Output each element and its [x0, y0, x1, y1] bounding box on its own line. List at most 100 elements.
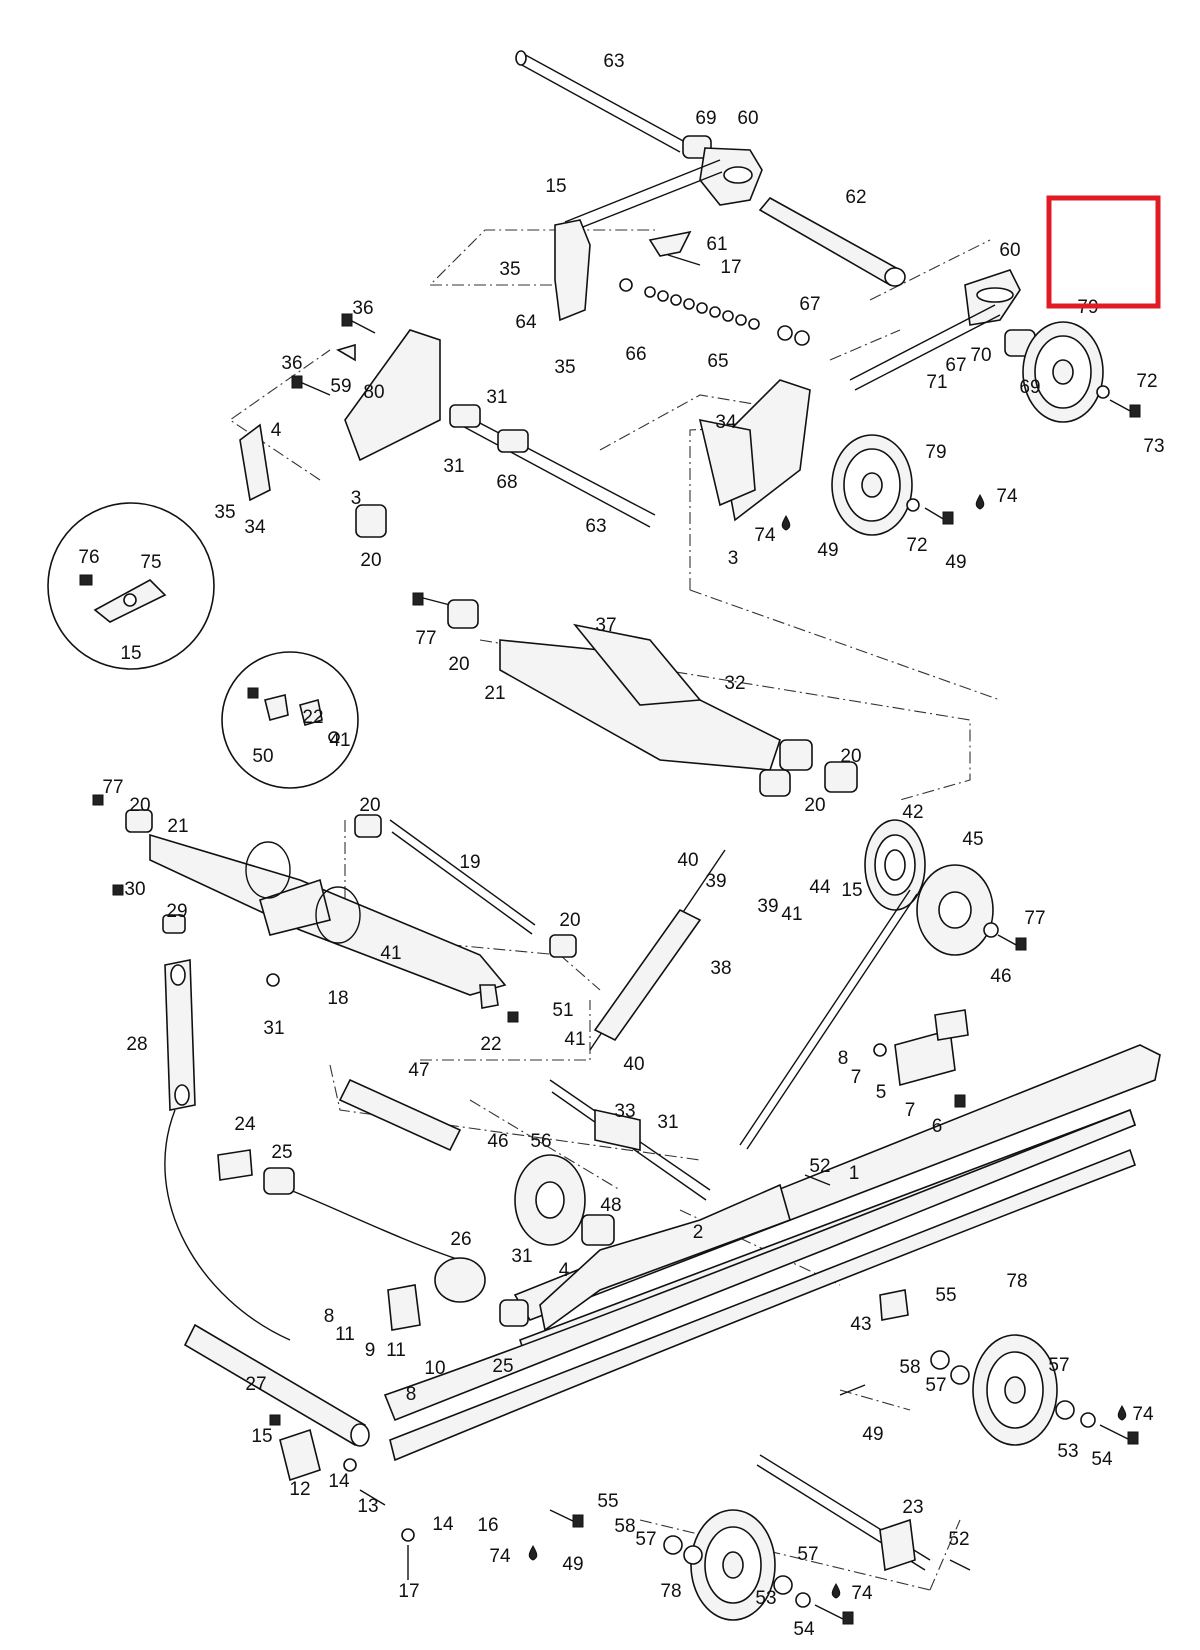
callout-75: 75: [140, 552, 161, 573]
callout-56: 56: [530, 1131, 551, 1152]
callout-14: 14: [328, 1471, 350, 1492]
callout-58: 58: [899, 1357, 920, 1378]
callout-49: 49: [562, 1554, 583, 1575]
callout-3: 3: [351, 488, 362, 509]
callout-7: 7: [905, 1100, 916, 1121]
callout-55: 55: [935, 1285, 956, 1306]
callout-6: 6: [932, 1116, 943, 1137]
callout-11: 11: [335, 1324, 355, 1345]
callout-54: 54: [793, 1619, 815, 1640]
callout-53: 53: [755, 1588, 776, 1609]
callout-41: 41: [380, 943, 401, 964]
callout-31: 31: [511, 1246, 532, 1267]
callout-31: 31: [263, 1018, 284, 1039]
callout-65: 65: [707, 351, 728, 372]
callout-17: 17: [720, 257, 741, 278]
callout-7: 7: [851, 1067, 862, 1088]
callout-62: 62: [845, 187, 866, 208]
bracket-5: [873, 1009, 969, 1108]
callout-15: 15: [120, 643, 141, 664]
slide-rail-assembly: [183, 1044, 1161, 1625]
callout-78: 78: [1006, 1271, 1027, 1292]
detail-inset-75-76: [47, 502, 215, 670]
callout-20: 20: [804, 795, 825, 816]
callout-3: 3: [728, 548, 739, 569]
callout-27: 27: [245, 1374, 266, 1395]
callout-39: 39: [705, 871, 726, 892]
callout-20: 20: [360, 550, 381, 571]
callout-44: 44: [809, 877, 831, 898]
oil-drop-icon: [528, 1544, 538, 1561]
callout-47: 47: [408, 1060, 429, 1081]
callout-20: 20: [359, 795, 380, 816]
callout-23: 23: [902, 1497, 923, 1518]
callout-28: 28: [126, 1034, 147, 1055]
callout-42: 42: [902, 802, 923, 823]
callout-14: 14: [432, 1514, 454, 1535]
callout-24: 24: [234, 1114, 256, 1135]
callout-77: 77: [415, 628, 436, 649]
callout-60: 60: [737, 108, 758, 129]
callout-21: 21: [167, 816, 188, 837]
oil-drop-icon: [781, 514, 791, 531]
detail-inset-22-41-50: [221, 651, 359, 789]
callout-35: 35: [214, 502, 235, 523]
oil-drop-icon: [1117, 1404, 1127, 1421]
rear-axle-assembly: [239, 50, 1141, 538]
callout-38: 38: [710, 958, 731, 979]
callout-20: 20: [129, 795, 150, 816]
callout-25: 25: [271, 1142, 292, 1163]
callout-43: 43: [850, 1314, 871, 1335]
callout-73: 73: [1143, 436, 1164, 457]
callout-48: 48: [600, 1195, 621, 1216]
callout-20: 20: [840, 746, 861, 767]
callout-30: 30: [124, 879, 145, 900]
callout-74: 74: [1132, 1404, 1154, 1425]
callout-67: 67: [799, 294, 820, 315]
callout-12: 12: [289, 1479, 310, 1500]
callout-50: 50: [252, 746, 273, 767]
callout-31: 31: [486, 387, 507, 408]
highlight-box-79: [1046, 195, 1161, 309]
callout-34: 34: [244, 517, 266, 538]
callout-57: 57: [635, 1529, 656, 1550]
callout-29: 29: [166, 901, 187, 922]
callout-74: 74: [996, 486, 1018, 507]
callout-16: 16: [477, 1515, 498, 1536]
callout-17: 17: [398, 1581, 419, 1602]
callout-8: 8: [324, 1306, 335, 1327]
callout-71: 71: [926, 372, 947, 393]
callout-64: 64: [515, 312, 537, 333]
callout-15: 15: [841, 880, 862, 901]
callout-55: 55: [597, 1491, 618, 1512]
callout-41: 41: [329, 730, 350, 751]
callout-15: 15: [545, 176, 566, 197]
callout-22: 22: [302, 707, 323, 728]
callout-labels: 63 69 60 15 62 61 17 35 60 79 36 64 67 6…: [78, 51, 1164, 1640]
callout-35: 35: [554, 357, 575, 378]
callout-34: 34: [715, 412, 737, 433]
callout-80: 80: [363, 382, 384, 403]
callout-70: 70: [970, 345, 991, 366]
callout-74: 74: [489, 1546, 511, 1567]
callout-36: 36: [281, 353, 302, 374]
callout-61: 61: [706, 234, 727, 255]
shock-and-spring-assembly: [354, 814, 1027, 1150]
callout-13: 13: [357, 1496, 378, 1517]
callout-63: 63: [585, 516, 606, 537]
callout-77: 77: [102, 777, 123, 798]
washer-set-65: [619, 278, 810, 346]
callout-52: 52: [809, 1156, 830, 1177]
callout-32: 32: [724, 673, 745, 694]
callout-74: 74: [754, 525, 776, 546]
callout-69: 69: [695, 108, 716, 129]
callout-8: 8: [838, 1048, 849, 1069]
callout-54: 54: [1091, 1449, 1113, 1470]
callout-57: 57: [925, 1375, 946, 1396]
callout-79: 79: [925, 442, 946, 463]
callout-20: 20: [448, 654, 469, 675]
callout-57: 57: [1048, 1355, 1069, 1376]
link-28: [164, 959, 291, 1341]
callout-37: 37: [595, 615, 616, 636]
callout-46: 46: [990, 966, 1011, 987]
